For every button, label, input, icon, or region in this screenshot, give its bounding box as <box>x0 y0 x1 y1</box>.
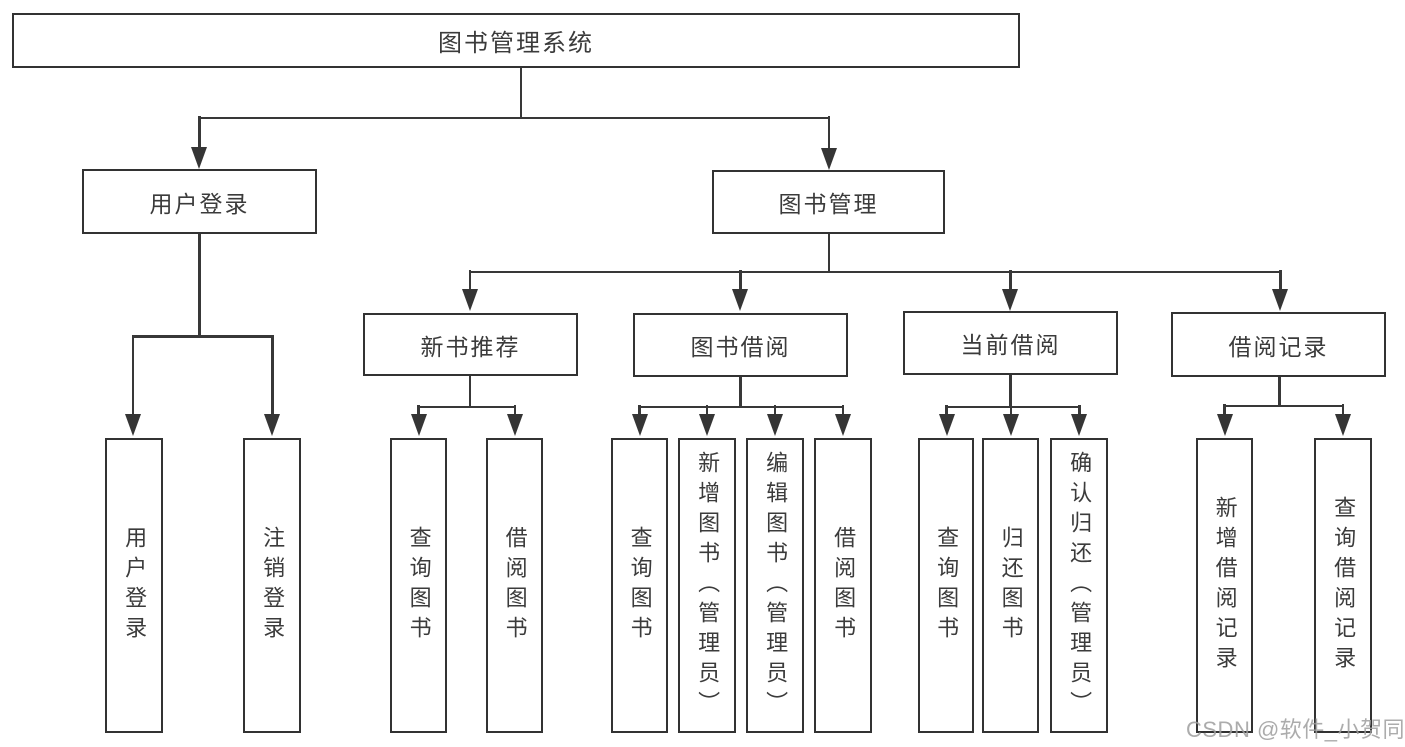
connector <box>705 405 708 416</box>
connector <box>827 116 830 150</box>
connector <box>519 68 522 118</box>
arrowhead-down-icon <box>1002 289 1018 311</box>
arrowhead-down-icon <box>264 414 280 436</box>
connector <box>1278 377 1281 406</box>
arrowhead-down-icon <box>191 147 207 169</box>
connector <box>739 377 742 407</box>
connector <box>1078 405 1081 416</box>
connector <box>638 405 641 416</box>
connector <box>739 270 742 292</box>
leaf-edit-books-admin: 编辑图书（管理员） <box>746 438 804 733</box>
connector <box>468 376 471 407</box>
connector <box>271 335 274 415</box>
arrowhead-down-icon <box>1071 414 1087 436</box>
arrowhead-down-icon <box>125 414 141 436</box>
leaf-query-books-current: 查询图书 <box>918 438 974 733</box>
connector <box>131 335 134 415</box>
leaf-label: 归还图书 <box>998 525 1024 646</box>
node-label: 用户登录 <box>149 190 250 217</box>
connector <box>468 270 1281 273</box>
leaf-query-books-borrowing: 查询图书 <box>611 438 668 733</box>
node-user-login: 用户登录 <box>82 169 317 234</box>
arrowhead-down-icon <box>732 289 748 311</box>
connector <box>1223 404 1344 407</box>
connector <box>1009 405 1012 416</box>
leaf-label: 查询图书 <box>406 525 432 646</box>
node-book-borrowing: 图书借阅 <box>633 313 848 377</box>
arrowhead-down-icon <box>1002 414 1019 436</box>
connector <box>417 405 420 416</box>
leaf-add-books-admin: 新增图书（管理员） <box>678 438 736 733</box>
connector <box>198 234 201 337</box>
connector <box>773 405 776 416</box>
connector <box>198 116 201 150</box>
node-book-management: 图书管理 <box>712 170 945 234</box>
node-library-management-system: 图书管理系统 <box>12 13 1020 68</box>
connector <box>1223 404 1226 416</box>
connector <box>1009 270 1012 292</box>
connector <box>945 405 1080 408</box>
arrowhead-down-icon <box>1216 414 1233 436</box>
connector <box>198 116 830 119</box>
node-label: 图书管理 <box>778 191 879 217</box>
csdn-watermark: CSDN @软件_小贺同学 <box>1186 717 1405 742</box>
leaf-label: 新增图书（管理员） <box>695 450 721 721</box>
leaf-user-login: 用户登录 <box>105 438 163 733</box>
node-borrow-records: 借阅记录 <box>1171 312 1386 377</box>
connector <box>131 335 274 338</box>
arrowhead-down-icon <box>410 414 427 436</box>
node-label: 图书借阅 <box>690 334 791 360</box>
leaf-query-borrow-record: 查询借阅记录 <box>1314 438 1372 733</box>
connector <box>1009 375 1012 407</box>
leaf-label: 编辑图书（管理员） <box>763 450 789 721</box>
node-new-book-recommend: 新书推荐 <box>363 313 578 376</box>
arrowhead-down-icon <box>834 414 851 436</box>
arrowhead-down-icon <box>820 148 837 170</box>
connector <box>638 405 844 408</box>
connector <box>417 405 516 408</box>
leaf-borrow-books-newbook: 借阅图书 <box>486 438 543 733</box>
arrowhead-down-icon <box>1272 289 1288 311</box>
connector <box>513 405 516 416</box>
leaf-logout: 注销登录 <box>243 438 301 733</box>
arrowhead-down-icon <box>1334 414 1351 436</box>
arrowhead-down-icon <box>506 414 523 436</box>
connector <box>1341 404 1344 416</box>
arrowhead-down-icon <box>766 414 783 436</box>
arrowhead-down-icon <box>462 289 478 311</box>
connector <box>1279 270 1282 292</box>
leaf-query-books-newbook: 查询图书 <box>390 438 447 733</box>
leaf-label: 注销登录 <box>260 525 286 646</box>
leaf-label: 查询图书 <box>627 525 653 646</box>
leaf-label: 确认归还（管理员） <box>1067 450 1093 721</box>
node-label: 新书推荐 <box>420 333 521 360</box>
connector <box>945 405 948 416</box>
leaf-label: 用户登录 <box>122 525 148 646</box>
arrowhead-down-icon <box>698 414 715 436</box>
arrowhead-down-icon <box>631 414 648 436</box>
node-current-borrowing: 当前借阅 <box>903 311 1118 375</box>
connector <box>468 270 471 292</box>
leaf-label: 借阅图书 <box>831 525 857 646</box>
leaf-label: 查询图书 <box>934 525 960 646</box>
connector <box>841 405 844 416</box>
leaf-add-borrow-record: 新增借阅记录 <box>1196 438 1253 733</box>
node-label: 借阅记录 <box>1228 333 1329 360</box>
leaf-label: 查询借阅记录 <box>1331 495 1357 676</box>
leaf-borrow-books-borrowing: 借阅图书 <box>814 438 872 733</box>
leaf-confirm-return-admin: 确认归还（管理员） <box>1050 438 1108 733</box>
leaf-label: 新增借阅记录 <box>1212 495 1238 676</box>
node-label: 当前借阅 <box>960 332 1061 358</box>
node-label: 图书管理系统 <box>438 30 594 57</box>
leaf-label: 借阅图书 <box>502 525 528 646</box>
leaf-return-books: 归还图书 <box>982 438 1039 733</box>
connector <box>827 234 830 272</box>
arrowhead-down-icon <box>938 414 955 436</box>
